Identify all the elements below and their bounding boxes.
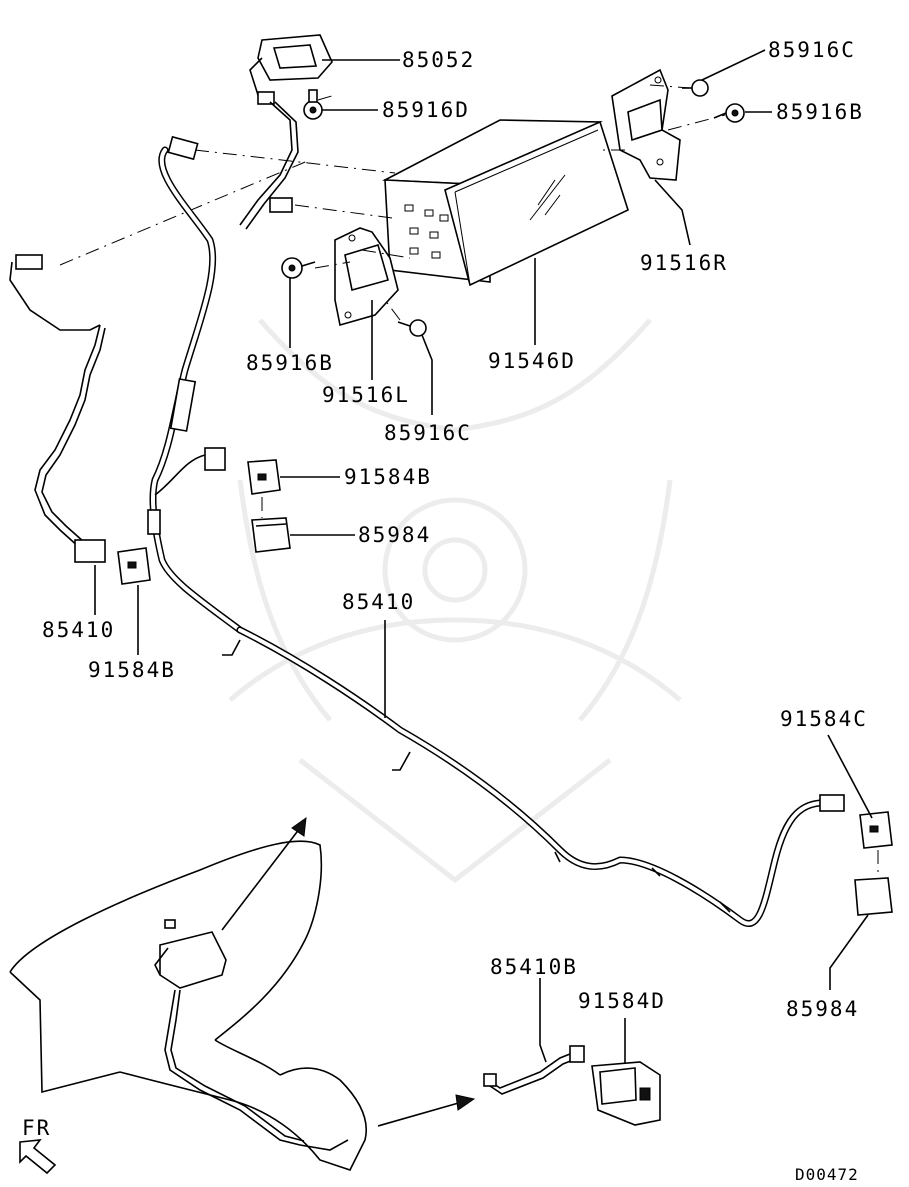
display-unit-91546d bbox=[382, 119, 629, 287]
label-85410-left: 85410 bbox=[42, 618, 115, 642]
screw-85916d bbox=[303, 89, 323, 120]
arrow-lower-detail bbox=[377, 1094, 476, 1127]
label-85916d: 85916D bbox=[382, 98, 470, 122]
screw-85916c-bottom bbox=[397, 319, 427, 337]
watermark-emblem bbox=[228, 318, 682, 884]
leader-lines bbox=[94, 49, 873, 1064]
label-85410b: 85410B bbox=[490, 955, 578, 979]
harness-connector-upper bbox=[154, 447, 226, 496]
antenna-85052 bbox=[239, 34, 333, 230]
label-85916b-right: 85916B bbox=[776, 100, 864, 124]
display-rear-holes bbox=[404, 204, 449, 259]
connector-85984-right bbox=[854, 877, 893, 916]
harness-85410 bbox=[222, 626, 845, 927]
connector-91584b-upper bbox=[247, 459, 281, 495]
label-91516l: 91516L bbox=[322, 383, 410, 407]
label-85984-upper: 85984 bbox=[358, 523, 431, 547]
label-85916c-top: 85916C bbox=[768, 38, 856, 62]
label-85916c-bottom: 85916C bbox=[384, 421, 472, 445]
label-85916b-left: 85916B bbox=[246, 351, 334, 375]
main-harness-left bbox=[147, 135, 244, 634]
label-91584b-upper: 91584B bbox=[344, 465, 432, 489]
connector-85984-upper bbox=[251, 517, 291, 553]
bracket-91516r bbox=[611, 68, 681, 181]
bracket-91516l bbox=[334, 227, 399, 327]
callout-labels: 85052 85916D 85916C 85916B 91516R 85916B… bbox=[22, 38, 868, 1184]
connector-91584d bbox=[591, 1061, 661, 1126]
arrow-display-location bbox=[221, 816, 307, 931]
connector-91584c bbox=[859, 811, 893, 849]
label-91546d: 91546D bbox=[488, 349, 576, 373]
label-85052: 85052 bbox=[402, 48, 475, 72]
screw-85916c-top bbox=[682, 79, 709, 97]
label-85984-right: 85984 bbox=[786, 997, 859, 1021]
connector-91584b-lower bbox=[117, 547, 151, 585]
harness-left-branch bbox=[9, 254, 106, 563]
harness-85410b bbox=[483, 1045, 585, 1095]
screw-85916b-right bbox=[713, 103, 745, 123]
label-91584c: 91584C bbox=[780, 707, 868, 731]
vehicle-dashboard-outline bbox=[9, 840, 367, 1171]
direction-label-fr: FR bbox=[22, 1116, 51, 1140]
label-91584b-lower: 91584B bbox=[88, 658, 176, 682]
label-91584d: 91584D bbox=[578, 989, 666, 1013]
label-91516r: 91516R bbox=[640, 251, 728, 275]
screw-85916b-left bbox=[281, 257, 316, 279]
label-85410-mid: 85410 bbox=[342, 590, 415, 614]
alignment-lines bbox=[59, 84, 726, 321]
fr-arrow-icon bbox=[19, 1139, 57, 1175]
diagram-id: D00472 bbox=[795, 1165, 859, 1184]
